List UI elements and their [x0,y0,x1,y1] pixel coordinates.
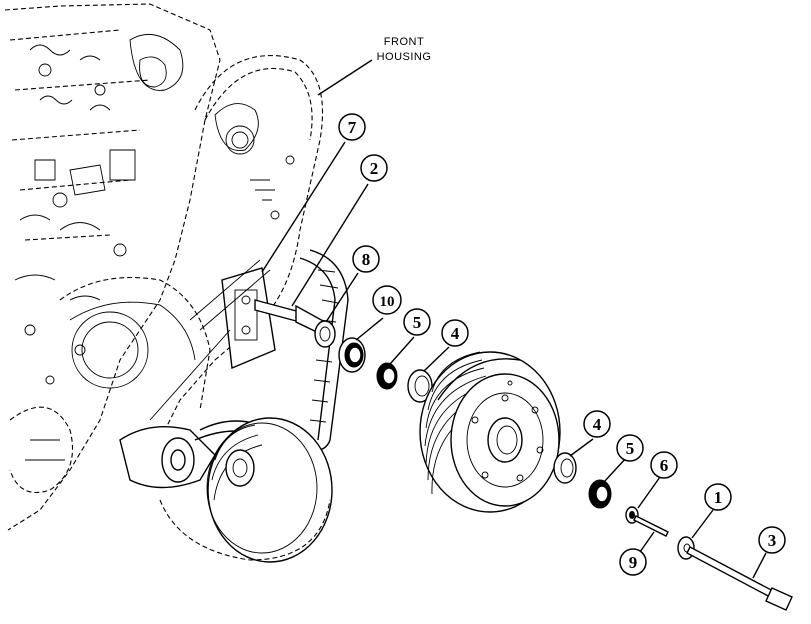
part-4-spacer-right [553,452,577,484]
part-10-ring [338,337,366,373]
front-housing [59,55,323,441]
callout-4-right: 4 [583,410,611,438]
lower-pulley [159,417,333,563]
callout-8-label: 8 [362,250,371,269]
tensioner-assembly [119,259,305,489]
callout-6: 6 [650,451,678,479]
callout-9-label: 9 [629,553,638,572]
callout-9: 9 [619,548,647,576]
engine-block [4,3,221,531]
callout-4-right-label: 4 [593,415,602,434]
callout-2: 2 [360,154,388,182]
callout-5-left: 5 [403,308,431,336]
callout-4-left: 4 [441,319,469,347]
callout-4-left-label: 4 [451,324,460,343]
callout-1: 1 [704,483,732,511]
callout-5-right: 5 [616,434,644,462]
callout-5-left-label: 5 [413,313,422,332]
callout-3-label: 3 [768,531,777,550]
callout-10-label: 10 [380,294,395,310]
callout-6-label: 6 [660,456,669,475]
part-3-bolt [686,546,793,611]
callout-8: 8 [352,245,380,273]
callout-5-right-label: 5 [626,439,635,458]
part-9-pin [633,515,669,537]
callout-7-label: 7 [348,118,357,137]
callout-1-label: 1 [714,488,723,507]
part-5-bearing-right [588,479,612,509]
front-housing-label-line2: HOUSING [377,51,432,63]
callout-leaders [261,141,767,579]
part-8-seal [314,320,336,348]
vibration-damper-pulley [419,351,561,513]
part-5-bearing-left [376,362,398,390]
callout-3: 3 [758,526,786,554]
callout-7: 7 [338,113,366,141]
callout-2-label: 2 [370,159,379,178]
front-housing-leader [317,59,373,96]
front-housing-label-line1: FRONT [384,36,424,48]
callout-10: 10 [372,285,402,315]
